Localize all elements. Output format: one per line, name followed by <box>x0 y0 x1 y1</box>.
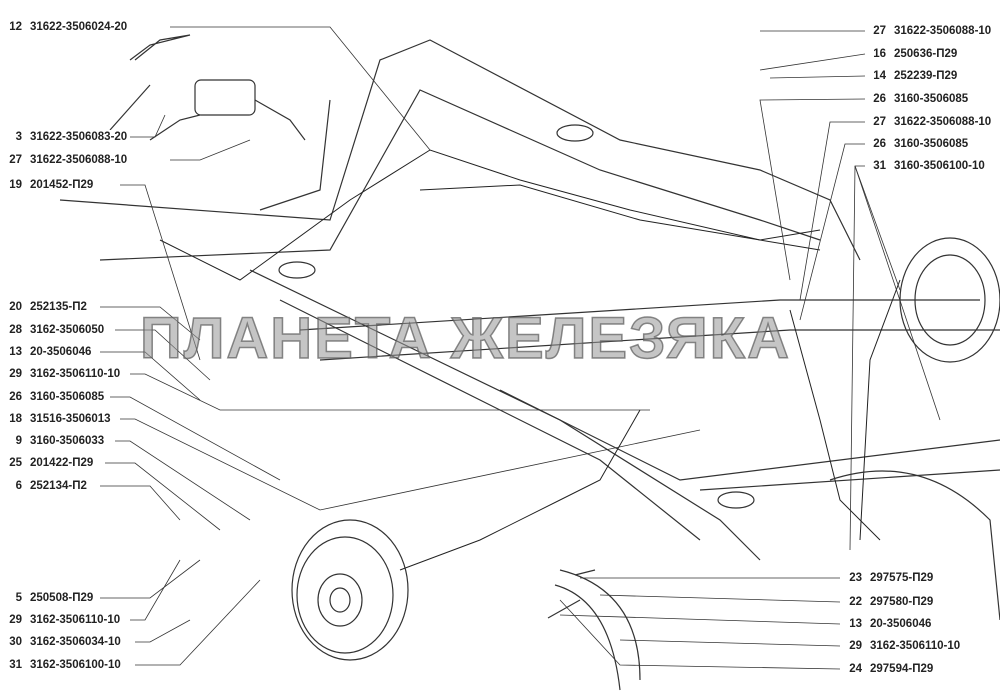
callout-number: 16 <box>873 48 886 60</box>
part-number: 3160-3506085 <box>894 138 969 150</box>
callout-number: 29 <box>9 368 22 380</box>
callout: 12 31622-3506024-20 <box>0 20 128 34</box>
pressure-regulator-detail <box>109 34 331 211</box>
callout-number: 30 <box>9 636 22 648</box>
part-number: 3160-3506033 <box>30 435 105 447</box>
callout: 13 20-3506046 <box>844 617 932 631</box>
part-number: 3162-3506034-10 <box>30 636 121 648</box>
part-number: 297580-П29 <box>870 596 934 608</box>
callout: 14 252239-П29 <box>868 69 958 83</box>
callout-number: 25 <box>9 457 22 469</box>
callout-number: 12 <box>9 21 22 33</box>
callout: 30 3162-3506034-10 <box>0 635 121 649</box>
frame-rails <box>59 39 1000 561</box>
callout-number: 27 <box>873 25 886 37</box>
callout: 13 20-3506046 <box>0 345 92 359</box>
callout-number: 26 <box>873 93 886 105</box>
part-number: 31622-3506083-20 <box>30 131 128 143</box>
right-leader-lines <box>559 30 941 670</box>
callout: 25 201422-П29 <box>0 456 94 470</box>
callout-number: 24 <box>849 663 862 675</box>
part-number: 3162-3506110-10 <box>870 640 961 652</box>
callout: 16 250636-П29 <box>868 47 958 61</box>
brake-pipes <box>159 149 901 571</box>
callout-number: 31 <box>9 659 22 671</box>
callout-number: 29 <box>9 614 22 626</box>
callout-number: 27 <box>9 154 22 166</box>
callout: 28 3162-3506050 <box>0 323 105 337</box>
callout: 18 31516-3506013 <box>0 412 111 426</box>
left-leader-lines <box>100 26 701 666</box>
part-number: 3160-3506085 <box>30 391 105 403</box>
callout-number: 18 <box>9 413 22 425</box>
callout-number: 26 <box>9 391 22 403</box>
callout-number: 29 <box>849 640 862 652</box>
callout-number: 28 <box>9 324 22 336</box>
part-number: 31622-3506088-10 <box>30 154 128 166</box>
callout: 26 3160-3506085 <box>0 390 105 404</box>
callout: 26 3160-3506085 <box>868 137 969 151</box>
part-number: 297594-П29 <box>870 663 934 675</box>
callout: 29 3162-3506110-10 <box>0 613 121 627</box>
callout-number: 3 <box>15 131 22 143</box>
callout-number: 26 <box>873 138 886 150</box>
part-number: 3160-3506085 <box>894 93 969 105</box>
part-number: 3160-3506100-10 <box>894 160 985 172</box>
part-number: 250508-П29 <box>30 592 94 604</box>
callout: 24 297594-П29 <box>844 662 934 676</box>
part-number: 20-3506046 <box>870 618 932 630</box>
callout: 29 3162-3506110-10 <box>844 639 961 653</box>
callout-number: 6 <box>15 480 22 492</box>
callout-number: 5 <box>15 592 22 604</box>
callout-number: 22 <box>849 596 862 608</box>
callout: 5 250508-П29 <box>0 591 94 605</box>
callout-number: 20 <box>9 301 22 313</box>
callout: 27 31622-3506088-10 <box>868 24 992 38</box>
part-number: 31622-3506088-10 <box>894 25 992 37</box>
callout: 9 3160-3506033 <box>0 434 105 448</box>
part-number: 252239-П29 <box>894 70 958 82</box>
callout-number: 19 <box>9 179 22 191</box>
part-number: 297575-П29 <box>870 572 934 584</box>
part-number: 31516-3506013 <box>30 413 111 425</box>
brake-drum <box>291 519 409 661</box>
part-number: 3162-3506050 <box>30 324 105 336</box>
callout: 3 31622-3506083-20 <box>0 130 128 144</box>
part-number: 3162-3506110-10 <box>30 614 121 626</box>
part-number: 250636-П29 <box>894 48 958 60</box>
callout-number: 23 <box>849 572 862 584</box>
callout: 6 252134-П2 <box>0 479 87 493</box>
callout-number: 9 <box>15 435 22 447</box>
part-number: 252135-П2 <box>30 301 87 313</box>
callout-number: 13 <box>9 346 22 358</box>
callout: 29 3162-3506110-10 <box>0 367 121 381</box>
part-number: 3162-3506100-10 <box>30 659 121 671</box>
part-number: 201422-П29 <box>30 457 94 469</box>
callout: 20 252135-П2 <box>0 300 87 314</box>
callout-number: 13 <box>849 618 862 630</box>
part-number: 20-3506046 <box>30 346 92 358</box>
callout: 27 31622-3506088-10 <box>0 153 128 167</box>
part-number: 252134-П2 <box>30 480 87 492</box>
callout: 31 3162-3506100-10 <box>0 658 121 672</box>
callout: 31 3160-3506100-10 <box>868 159 985 173</box>
callout-number: 14 <box>873 70 886 82</box>
callout-number: 31 <box>873 160 886 172</box>
handbrake-cable-detail <box>547 569 641 691</box>
part-number: 31622-3506088-10 <box>894 116 992 128</box>
callout: 23 297575-П29 <box>844 571 934 585</box>
part-number: 31622-3506024-20 <box>30 21 128 33</box>
callout: 26 3160-3506085 <box>868 92 969 106</box>
callout: 22 297580-П29 <box>844 595 934 609</box>
callout-number: 27 <box>873 116 886 128</box>
watermark: ПЛАНЕТА ЖЕЛЕЗЯКА <box>139 305 791 372</box>
rear-wheel <box>829 237 1000 621</box>
callout: 19 201452-П29 <box>0 178 94 192</box>
callout: 27 31622-3506088-10 <box>868 115 992 129</box>
part-number: 3162-3506110-10 <box>30 368 121 380</box>
part-number: 201452-П29 <box>30 179 94 191</box>
